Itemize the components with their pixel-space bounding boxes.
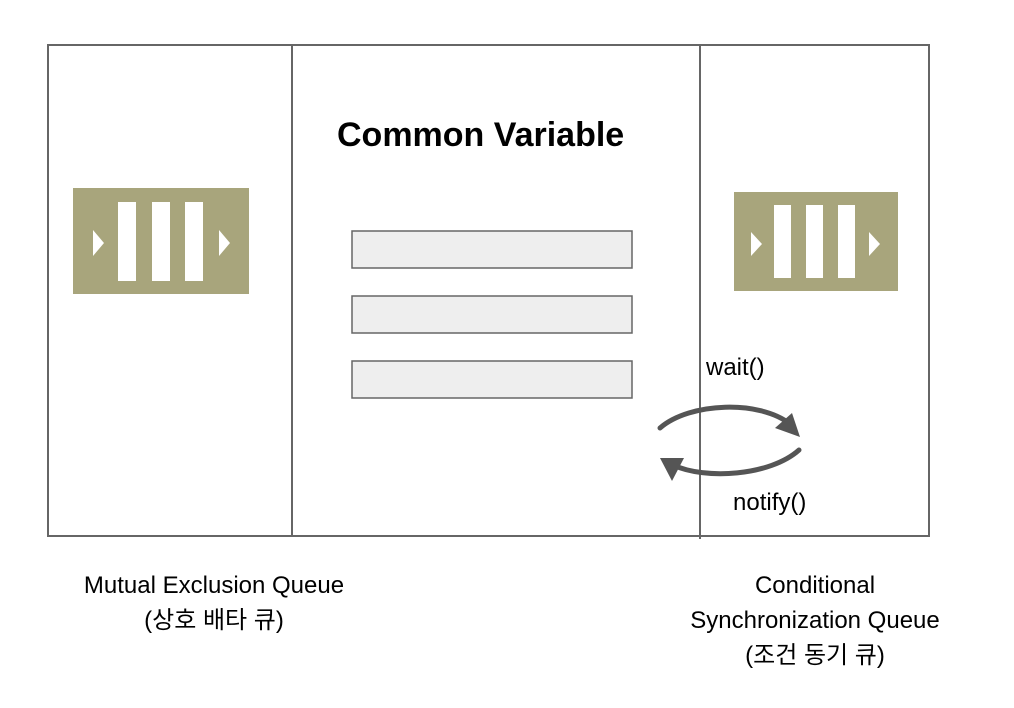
left-queue-icon <box>73 188 249 294</box>
notify-arrow-icon <box>660 447 802 481</box>
notify-label: notify() <box>733 489 807 516</box>
variable-box-2 <box>351 295 633 334</box>
outer-frame <box>47 44 930 537</box>
wait-label: wait() <box>706 354 765 381</box>
variable-box-3 <box>351 360 633 399</box>
right-queue-label-line3: (조건 동기 큐) <box>745 642 885 669</box>
variable-box-1 <box>351 230 633 269</box>
right-queue-icon <box>734 192 898 291</box>
left-queue-label-line1: Mutual Exclusion Queue <box>83 572 345 599</box>
diagram-title: Common Variable <box>337 116 625 154</box>
left-queue-label-line2: (상호 배타 큐) <box>144 607 284 634</box>
wait-arrow-icon <box>657 404 800 437</box>
right-queue-label-line1: Conditional <box>754 572 876 599</box>
right-queue-label-line2: Synchronization Queue <box>690 607 940 634</box>
